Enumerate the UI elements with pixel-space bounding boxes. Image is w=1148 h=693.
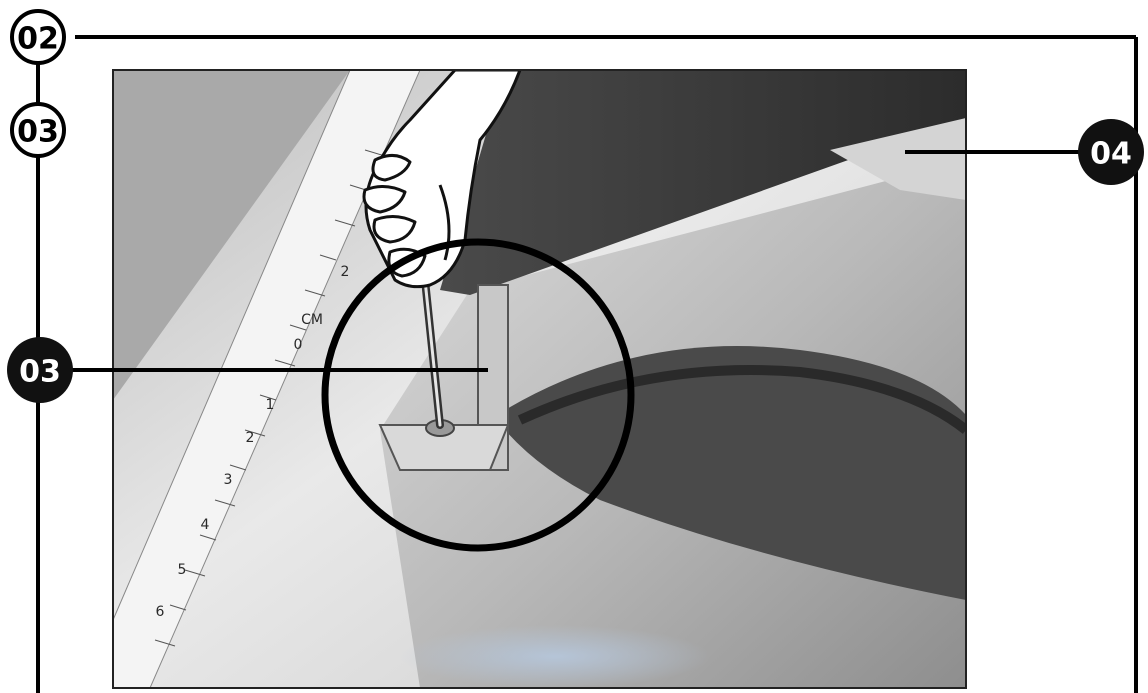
reflection-glow [400, 625, 710, 688]
ruler-number: 4 [201, 517, 210, 533]
ruler-number: 2 [341, 264, 350, 280]
badge-02: 02 [12, 11, 64, 63]
ruler-number: 1 [266, 397, 275, 413]
badge-04-callout: 04 [1078, 119, 1144, 185]
photo: 2 0 1 2 3 4 5 6 CM [113, 70, 966, 688]
ruler-number: 5 [178, 562, 187, 578]
badge-03-callout-text: 03 [19, 355, 61, 390]
badge-03-top: 03 [12, 104, 64, 156]
badge-02-text: 02 [17, 22, 59, 57]
ruler-unit: CM [301, 312, 323, 328]
ruler-number: 2 [246, 430, 255, 446]
ruler-number: 3 [224, 472, 233, 488]
ruler-number: 0 [294, 337, 303, 353]
badge-04-callout-text: 04 [1090, 137, 1132, 172]
badge-03-top-text: 03 [17, 115, 59, 150]
badge-03-callout: 03 [7, 337, 73, 403]
ruler-number: 6 [156, 604, 165, 620]
